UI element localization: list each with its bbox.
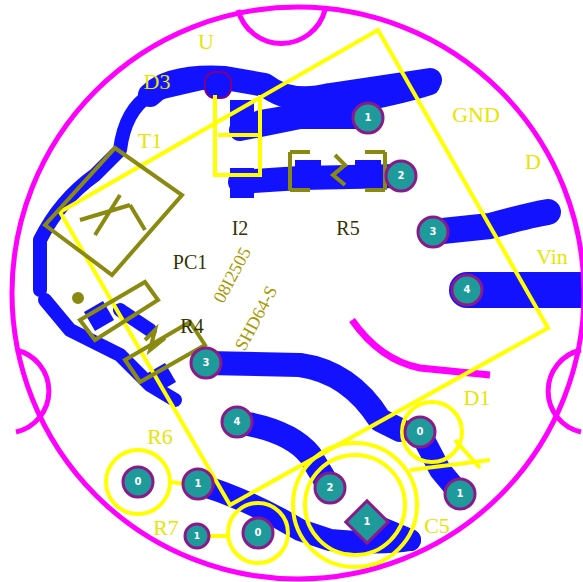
ref-designator: PC1 [173,252,207,272]
net-name: Vin [536,246,568,268]
ref-designator: R4 [180,316,203,336]
ref-designator: T1 [138,130,162,152]
pin-number: 1 [365,113,372,123]
pin-number: 4 [464,285,471,295]
pin-number: 0 [417,427,424,437]
copper-traces [40,78,583,543]
pin-number: 3 [203,358,210,368]
pin-number: 2 [398,171,405,181]
ref-designator: R6 [147,426,173,448]
net-name: GND [452,104,500,126]
pin-number: 1 [364,517,371,527]
smd-pads [84,72,381,393]
silkscreen-yellow [60,30,548,567]
ref-designator: D1 [464,387,491,409]
pin-number: 1 [194,532,200,541]
part-number: 08I2505 [210,244,254,305]
ref-designator: I2 [232,218,249,238]
silkscreen-olive [45,148,385,382]
pin-number: 4 [234,417,241,427]
part-number: SHD64-S [232,283,281,353]
net-name: D [525,151,541,173]
pin-number: 0 [255,528,262,538]
ref-designator: C5 [424,515,450,537]
board-outline [12,7,583,579]
ref-designator: U [198,31,214,53]
ref-designator: D3 [144,71,171,93]
pin-number: 1 [195,479,202,489]
pin-number: 3 [430,227,437,237]
pin-number: 0 [135,477,142,487]
ref-designator: R7 [153,517,179,539]
pin-number: 1 [457,489,464,499]
through-hole-pads [123,103,482,548]
ref-designator: R5 [336,218,359,238]
pin-number: 2 [327,483,334,493]
